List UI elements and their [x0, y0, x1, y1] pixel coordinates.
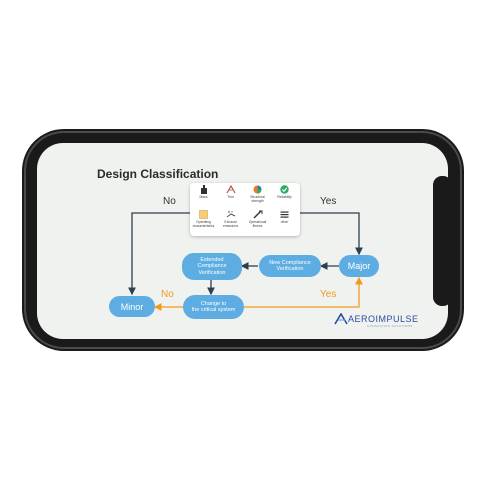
- phone-notch: [433, 176, 452, 306]
- yes-path-line: [300, 212, 363, 256]
- major-node: Major: [339, 255, 379, 277]
- label-yes-bottom: Yes: [320, 289, 337, 300]
- label-no-bottom: No: [161, 289, 174, 300]
- reliability-icon: [280, 185, 290, 194]
- connector-lines: [128, 212, 363, 311]
- no-path-line: [128, 212, 190, 296]
- operating-characteristics-icon: [199, 210, 209, 219]
- phone-bezel: [24, 131, 462, 349]
- other-icon: [280, 210, 290, 219]
- criterion-structural-strength: Structural strength: [244, 185, 271, 203]
- criteria-card: Mass Trim Structural strength Reliabilit…: [190, 183, 300, 236]
- change-critical-node: Change to the critical system: [183, 295, 244, 319]
- exhaust-emissions-icon: [226, 210, 236, 219]
- criterion-operational-fitness: Operational fitness: [244, 210, 271, 228]
- trim-icon: [226, 185, 236, 194]
- structural-strength-icon: [253, 185, 263, 194]
- criterion-exhaust-emissions: Exhaust emissions: [217, 210, 244, 228]
- phone-screen: Design Classification No Yes No Yes Mass…: [37, 143, 448, 339]
- logo-mark-icon: [334, 313, 348, 325]
- label-no-top: No: [163, 196, 176, 207]
- criterion-mass: Mass: [190, 185, 217, 199]
- criterion-operating-characteristics: Operating characteristics: [190, 210, 217, 228]
- minor-node: Minor: [109, 296, 155, 317]
- criterion-trim: Trim: [217, 185, 244, 199]
- label-yes-top: Yes: [320, 196, 337, 207]
- diagram-title: Design Classification: [97, 167, 219, 181]
- logo-tagline: CONSULTING SOLUTIONS: [367, 324, 413, 328]
- logo-name: AEROIMPULSE: [348, 314, 419, 324]
- extended-compliance-node: Extended Compliance Verification: [182, 253, 242, 280]
- change-to-major-line: [244, 276, 363, 308]
- new-compliance-node: New Compliance Verification: [259, 255, 321, 277]
- aeroimpulse-logo: AEROIMPULSE: [334, 313, 419, 325]
- criterion-reliability: Reliability: [271, 185, 298, 199]
- weight-icon: [199, 185, 209, 194]
- operational-fitness-icon: [253, 210, 263, 219]
- criterion-other: other: [271, 210, 298, 224]
